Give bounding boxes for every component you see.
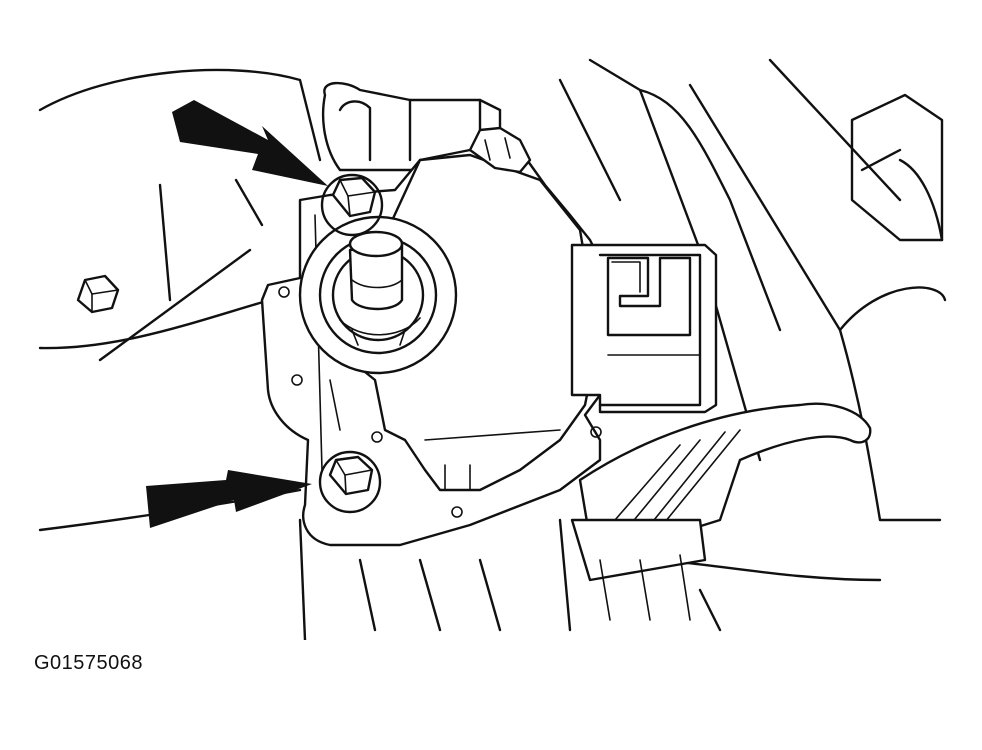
selector-shaft	[348, 230, 404, 311]
callout-arrow-upper	[172, 100, 328, 186]
mounting-bolt-lower	[318, 450, 382, 514]
figure-id-label: G01575068	[34, 652, 144, 674]
component-illustration	[38, 58, 947, 640]
harness-guide	[570, 402, 872, 621]
callout-arrow-lower	[146, 470, 312, 528]
electrical-connector	[570, 243, 718, 414]
mounting-bolt-upper	[320, 173, 384, 237]
screw-holes	[278, 286, 602, 518]
hex-bolt-left	[76, 274, 120, 314]
